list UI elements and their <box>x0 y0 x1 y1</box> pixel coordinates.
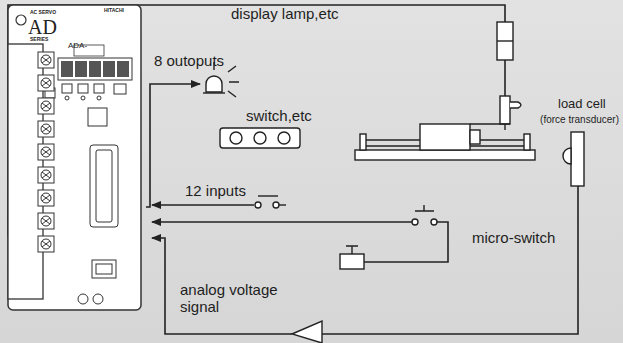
connector-box <box>497 22 513 60</box>
callout-label: switch,etc <box>246 107 312 124</box>
signal-label: 8 outoputs <box>154 52 224 69</box>
switch-panel <box>220 128 300 148</box>
switch-symbol <box>255 196 286 208</box>
load-cell <box>563 132 584 186</box>
input-wire <box>364 222 448 262</box>
signal-label: 12 inputs <box>185 182 246 199</box>
callout-note: (force transducer) <box>540 114 619 125</box>
power-wire <box>504 60 506 96</box>
panel-marking: HITACHI <box>104 8 124 13</box>
servo-drive-panel: AC SERVO ADSERIES ADA- HITACHI <box>8 5 141 310</box>
signal-label: analog voltage signal <box>180 281 300 315</box>
micro-switch-symbol <box>340 205 437 269</box>
servo-drive <box>8 5 141 310</box>
panel-marking: AC SERVO <box>30 10 56 15</box>
amplifier-symbol <box>292 321 322 343</box>
panel-marking: SERIES <box>30 37 48 42</box>
panel-marking: ADA- <box>68 42 87 50</box>
input-wire <box>152 204 254 206</box>
callout-label: micro-switch <box>472 229 555 246</box>
analog-wire <box>322 186 578 334</box>
callout-label: load cell <box>558 97 606 111</box>
panel-marking: AD <box>28 17 57 37</box>
actuator-mechanism <box>355 96 535 160</box>
callout-label: display lamp,etc <box>231 5 339 22</box>
input-wire <box>152 221 412 223</box>
